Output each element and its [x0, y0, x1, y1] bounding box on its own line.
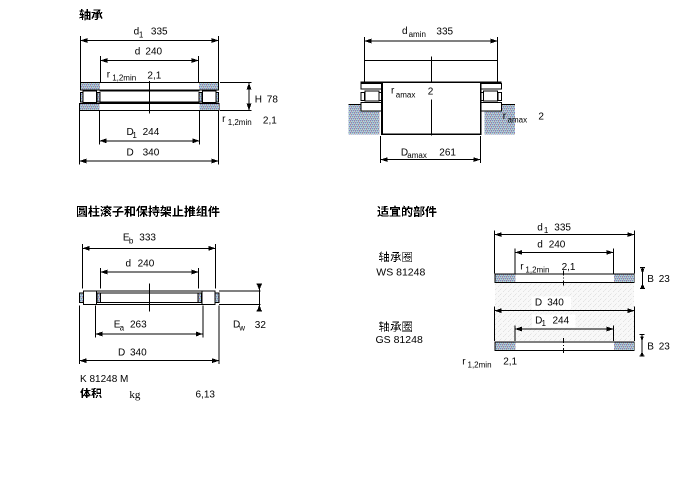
svg-text:r: r [391, 86, 395, 97]
svg-text:B: B [647, 341, 654, 352]
svg-text:1: 1 [544, 226, 549, 235]
svg-text:D: D [127, 147, 134, 158]
svg-text:amin: amin [409, 30, 426, 39]
svg-text:2: 2 [538, 111, 544, 122]
svg-text:B: B [647, 274, 654, 285]
svg-text:1: 1 [139, 30, 144, 39]
svg-text:335: 335 [151, 27, 168, 38]
svg-text:r: r [107, 69, 111, 80]
svg-text:K 81248 M: K 81248 M [80, 374, 128, 385]
svg-text:244: 244 [143, 127, 160, 138]
svg-text:D: D [233, 320, 240, 331]
svg-text:1: 1 [542, 319, 547, 328]
svg-text:240: 240 [138, 259, 155, 270]
svg-text:340: 340 [130, 347, 147, 358]
svg-text:d: d [402, 26, 408, 37]
svg-text:2,1: 2,1 [147, 70, 161, 81]
svg-text:335: 335 [436, 26, 453, 37]
svg-text:w: w [238, 323, 245, 332]
svg-text:d: d [135, 47, 141, 58]
svg-text:d: d [126, 259, 132, 270]
svg-text:r: r [520, 261, 524, 272]
svg-text:340: 340 [143, 147, 160, 158]
svg-text:amax: amax [396, 91, 416, 100]
svg-text:GS 81248: GS 81248 [376, 334, 423, 346]
svg-text:340: 340 [547, 297, 564, 308]
svg-text:kg: kg [129, 389, 141, 401]
svg-text:d: d [537, 240, 543, 251]
svg-text:2: 2 [428, 86, 434, 97]
svg-text:23: 23 [659, 341, 671, 352]
svg-text:263: 263 [130, 320, 147, 331]
svg-text:2,1: 2,1 [263, 115, 277, 126]
svg-text:1,2min: 1,2min [228, 118, 252, 127]
svg-text:D: D [401, 147, 408, 158]
svg-text:335: 335 [554, 223, 571, 234]
svg-text:261: 261 [439, 147, 456, 158]
svg-text:6,13: 6,13 [196, 390, 216, 401]
svg-text:1: 1 [132, 131, 137, 140]
svg-text:D: D [118, 347, 125, 358]
svg-text:d: d [537, 223, 543, 234]
svg-text:b: b [129, 237, 134, 246]
svg-text:E: E [123, 232, 130, 243]
svg-text:78: 78 [267, 94, 279, 105]
svg-text:H: H [255, 95, 262, 106]
svg-text:1,2min: 1,2min [468, 360, 492, 369]
svg-text:23: 23 [659, 274, 671, 285]
svg-text:2,1: 2,1 [503, 356, 517, 367]
svg-text:amax: amax [407, 151, 427, 160]
svg-text:a: a [120, 324, 125, 333]
svg-text:amax: amax [508, 116, 528, 125]
svg-text:2,1: 2,1 [562, 262, 576, 273]
svg-text:E: E [114, 320, 121, 331]
svg-text:r: r [222, 114, 226, 125]
svg-text:240: 240 [145, 47, 162, 58]
svg-text:1,2min: 1,2min [112, 73, 136, 82]
svg-text:240: 240 [549, 240, 566, 251]
svg-text:333: 333 [139, 232, 156, 243]
svg-text:WS 81248: WS 81248 [376, 267, 425, 279]
svg-text:d: d [134, 27, 140, 38]
svg-text:D: D [535, 297, 542, 308]
svg-text:244: 244 [553, 315, 570, 326]
svg-text:D: D [535, 315, 542, 326]
svg-text:r: r [503, 111, 507, 122]
svg-text:r: r [462, 356, 466, 367]
svg-text:D: D [127, 127, 134, 138]
svg-text:1,2min: 1,2min [525, 265, 549, 274]
svg-text:32: 32 [255, 320, 267, 331]
